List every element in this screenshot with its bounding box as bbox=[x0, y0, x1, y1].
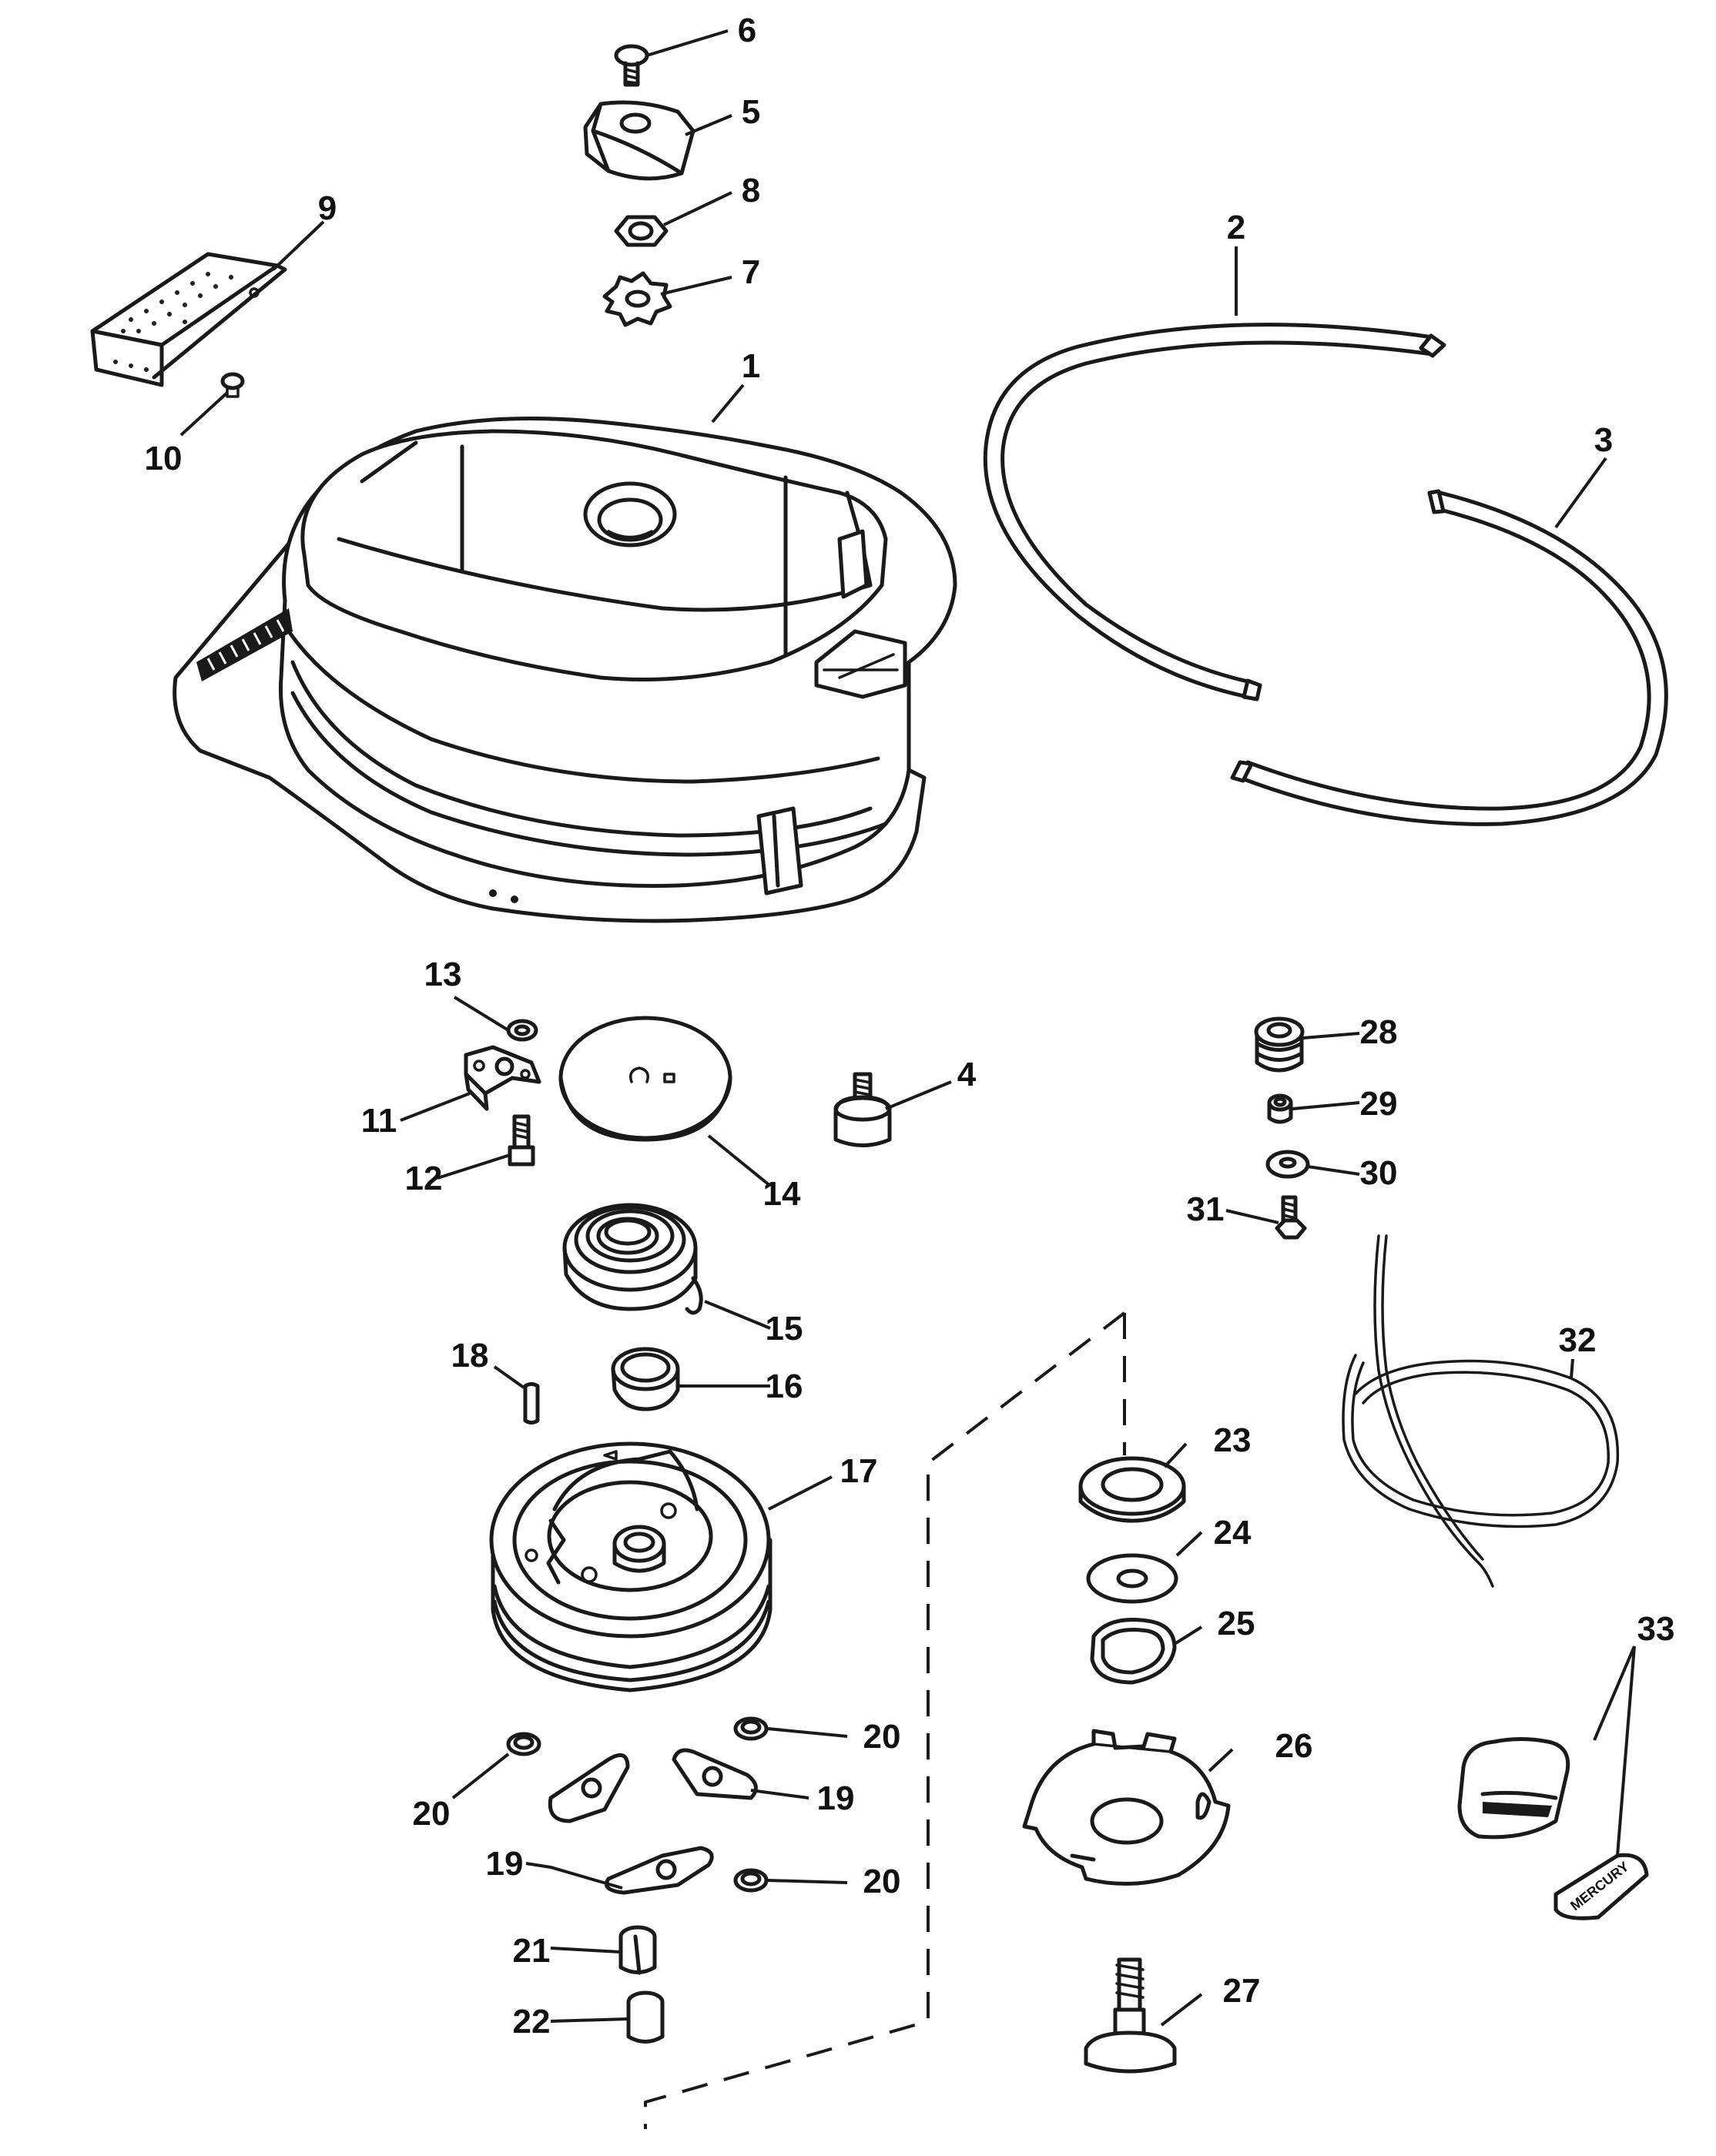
part-13-washer bbox=[506, 1019, 538, 1042]
callout-15: 15 bbox=[766, 1310, 803, 1348]
part-19-pawl-b bbox=[672, 1748, 758, 1800]
callout-23: 23 bbox=[1214, 1421, 1252, 1459]
callout-32: 32 bbox=[1559, 1321, 1597, 1359]
callout-31: 31 bbox=[1187, 1190, 1225, 1228]
part-16-bushing bbox=[611, 1347, 680, 1411]
part-27-shoulder-screw bbox=[1084, 1957, 1177, 2074]
callout-20b: 20 bbox=[413, 1795, 451, 1833]
callout-28: 28 bbox=[1360, 1013, 1398, 1051]
callout-27: 27 bbox=[1223, 1972, 1261, 2010]
callout-24: 24 bbox=[1214, 1514, 1252, 1552]
callout-25: 25 bbox=[1218, 1605, 1255, 1642]
callout-3: 3 bbox=[1594, 421, 1613, 459]
part-6-screw bbox=[614, 44, 649, 87]
callout-14: 14 bbox=[763, 1175, 801, 1213]
part-5-knob bbox=[583, 100, 695, 181]
part-2-seal-upper bbox=[983, 323, 1446, 701]
callout-18: 18 bbox=[451, 1337, 489, 1374]
callout-16: 16 bbox=[766, 1368, 803, 1405]
part-19-pawl-a bbox=[548, 1753, 630, 1823]
assembly-dashed-line bbox=[644, 1311, 1126, 2129]
callout-33: 33 bbox=[1637, 1610, 1675, 1648]
part-14-disc bbox=[558, 1016, 732, 1142]
callout-13: 13 bbox=[424, 956, 462, 993]
callout-29: 29 bbox=[1360, 1085, 1398, 1123]
part-23-washer bbox=[1078, 1456, 1186, 1523]
callout-2: 2 bbox=[1227, 209, 1245, 246]
part-30-washer bbox=[1265, 1150, 1310, 1179]
part-29-bushing bbox=[1267, 1093, 1293, 1124]
callout-20a: 20 bbox=[863, 1718, 901, 1756]
callout-26: 26 bbox=[1275, 1727, 1313, 1765]
part-8-nut bbox=[614, 215, 669, 247]
part-20-washer-c bbox=[733, 1868, 769, 1893]
callout-22: 22 bbox=[513, 2003, 551, 2040]
callout-7: 7 bbox=[742, 253, 760, 291]
callout-21: 21 bbox=[513, 1932, 551, 1970]
callout-20c: 20 bbox=[863, 1863, 901, 1900]
part-22-bushing bbox=[626, 1990, 665, 2044]
callout-4: 4 bbox=[957, 1056, 977, 1093]
part-18-pin bbox=[523, 1382, 540, 1424]
callout-17: 17 bbox=[840, 1452, 878, 1490]
callout-numbers: 1 2 3 4 5 6 7 8 9 10 11 12 13 14 15 16 1… bbox=[145, 12, 1675, 2040]
callout-9: 9 bbox=[318, 189, 337, 227]
part-19-pawl-c bbox=[605, 1846, 714, 1895]
callout-19b: 19 bbox=[486, 1845, 524, 1883]
part-3-seal-lower bbox=[1230, 489, 1668, 826]
part-31-screw bbox=[1275, 1195, 1307, 1240]
callout-10: 10 bbox=[145, 440, 183, 477]
part-33-handle-cover: MERCURY bbox=[1553, 1853, 1649, 1920]
callout-5: 5 bbox=[742, 93, 760, 131]
part-9-plate bbox=[90, 252, 287, 387]
part-33-handle bbox=[1457, 1737, 1570, 1840]
callout-1: 1 bbox=[742, 347, 760, 385]
part-1-cowl bbox=[173, 417, 957, 923]
part-32-starter-rope bbox=[1342, 1234, 1620, 1588]
part-12-screw bbox=[508, 1114, 535, 1167]
callout-19a: 19 bbox=[817, 1779, 855, 1817]
callout-12: 12 bbox=[405, 1160, 443, 1197]
callout-30: 30 bbox=[1360, 1154, 1398, 1192]
part-15-recoil-spring bbox=[562, 1203, 703, 1315]
part-20-washer-b bbox=[506, 1732, 541, 1756]
part-24-washer bbox=[1086, 1553, 1178, 1604]
part-10-screw bbox=[220, 372, 245, 398]
part-11-bracket bbox=[464, 1045, 541, 1111]
part-26-retainer bbox=[1022, 1729, 1231, 1886]
part-25-wave-washer bbox=[1090, 1618, 1177, 1685]
part-21-bushing bbox=[618, 1925, 657, 1975]
callout-8: 8 bbox=[742, 172, 760, 209]
leader-lines bbox=[179, 29, 1636, 2027]
callout-6: 6 bbox=[738, 12, 756, 49]
callout-11: 11 bbox=[361, 1102, 397, 1140]
part-17-pulley bbox=[489, 1441, 773, 1692]
part-7-lock-washer bbox=[602, 271, 672, 327]
part-20-washer-a bbox=[733, 1716, 769, 1741]
part-28-grommet bbox=[1254, 1016, 1305, 1073]
part-4-screw bbox=[833, 1072, 892, 1147]
